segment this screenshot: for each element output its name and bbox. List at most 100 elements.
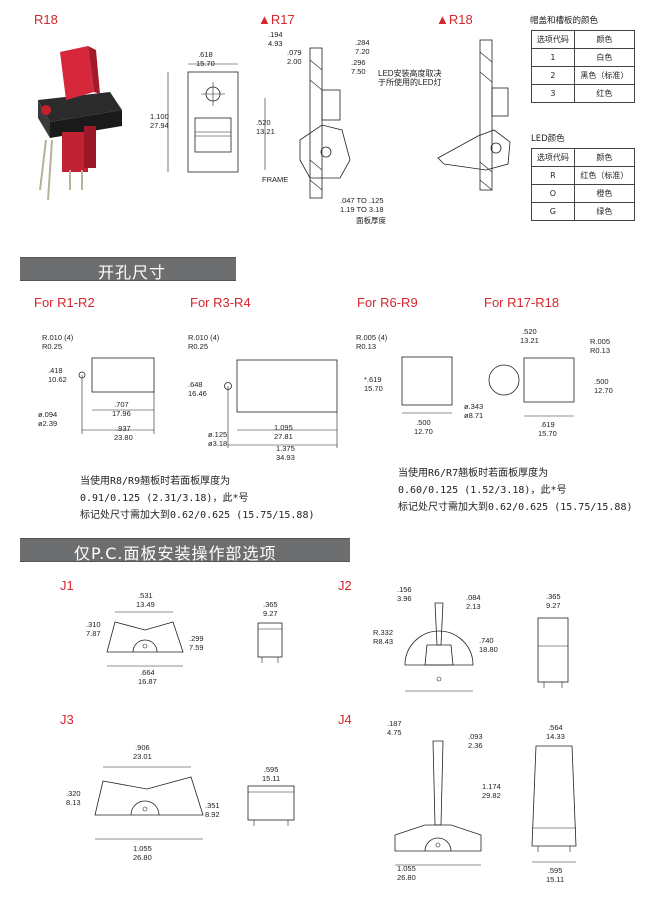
r6-r9-label: For R6-R9 [357, 295, 418, 310]
j4-dim-b: .093 2.36 [468, 732, 483, 750]
j3-dim-b: .320 8.13 [66, 789, 81, 807]
r17-side-drawing [264, 47, 351, 199]
side-dim-520: .520 13.21 [256, 118, 275, 136]
side-dim-079: .079 2.00 [287, 48, 302, 66]
r18-label: R18 [34, 12, 58, 27]
cutout-heading: 开孔尺寸 [98, 263, 167, 282]
j2-dim-a: .156 3.96 [397, 585, 412, 603]
j2-actuator-drawing [404, 602, 474, 692]
r17-height-dim: .500 12.70 [594, 377, 613, 395]
led-table-header: 选项代码 [531, 148, 575, 167]
j1-dim-e: .365 9.27 [263, 600, 278, 618]
cap-table-cell: 2 [531, 66, 575, 85]
r3-radius-dim: R.010 (4) R0.25 [188, 333, 220, 351]
j1-dim-b: .310 7.87 [86, 620, 101, 638]
r1-height-dim: .418 10.62 [48, 366, 67, 384]
led-table-cell: G [531, 202, 575, 221]
j3-dim-d: 1.055 26.80 [133, 844, 152, 862]
r3-cutout-drawing [224, 359, 338, 448]
j3-dim-e: .595 15.11 [262, 765, 281, 783]
r6-r7-note: 当使用R6/R7翘板时若面板厚度为 0.60/0.125 (1.52/3.18)… [398, 468, 633, 513]
j4-dim-a: .187 4.75 [387, 719, 402, 737]
front-width-dim: .618 15.70 [196, 50, 215, 68]
r6-width-dim: .500 12.70 [414, 418, 433, 436]
j4-dim-c: 1.174 29.82 [482, 782, 501, 800]
r17-cutout-drawing [488, 357, 575, 417]
j3-side-drawing [247, 785, 295, 826]
led-table-cell: R [531, 166, 575, 185]
r18-side-drawing [437, 39, 511, 191]
r18-side-label: ▲R18 [436, 12, 473, 27]
j2-dim-e: .365 9.27 [546, 592, 561, 610]
cap-table-title: 帽盖和槽板的颜色 [530, 16, 599, 26]
j4-dim-d: 1.055 26.80 [397, 864, 416, 882]
j1-side-drawing [257, 622, 283, 663]
side-dim-194: .194 4.93 [268, 30, 283, 48]
side-dim-284: .284 7.20 [355, 38, 370, 56]
led-table-title: LED颜色 [531, 134, 565, 144]
cap-table-cell: 红色 [573, 84, 636, 103]
r1-radius-dim: R.010 (4) R0.25 [42, 333, 74, 351]
j1-label: J1 [60, 578, 74, 593]
cap-table-cell: 黑色（标准） [573, 66, 636, 85]
j4-actuator-drawing [394, 740, 482, 866]
cutout-heading-bar: 开孔尺寸 [20, 257, 236, 282]
j3-actuator-drawing [94, 766, 204, 840]
j1-dim-c: .299 7.59 [189, 634, 204, 652]
panel-thickness-label: 面板厚度 [356, 216, 386, 225]
r17-width1-dim: .520 13.21 [520, 327, 539, 345]
r6-cutout-drawing [401, 356, 453, 414]
r1-r2-label: For R1-R2 [34, 295, 95, 310]
cap-table-header: 选项代码 [531, 30, 575, 49]
j1-dim-a: .531 13.49 [136, 591, 155, 609]
j4-side-drawing [531, 745, 577, 863]
led-table-cell: O [531, 184, 575, 203]
r3-height-dim: .648 16.46 [188, 380, 207, 398]
r17-hole-dim: ø.343 ø8.71 [464, 402, 484, 420]
led-table-header: 颜色 [573, 148, 636, 167]
j1-dim-d: .664 16.87 [138, 668, 157, 686]
j2-label: J2 [338, 578, 352, 593]
panel-thickness-dim: .047 TO .125 1.19 TO 3.18 [340, 196, 384, 214]
r1-cutout-drawing [78, 357, 155, 434]
r6-radius-dim: R.005 (4) R0.13 [356, 333, 388, 351]
r17-label: ▲R17 [258, 12, 295, 27]
r3-width2-dim: 1.375 34.93 [276, 444, 295, 462]
led-table-cell: 绿色 [573, 202, 636, 221]
r17-radius-dim: R.005 R0.13 [590, 337, 611, 355]
side-dim-296: .296 7.50 [351, 58, 366, 76]
cap-table-cell: 3 [531, 84, 575, 103]
j4-dim-f: .595 15.11 [546, 866, 565, 884]
r3-width1-dim: 1.095 27.81 [274, 423, 293, 441]
cap-table-cell: 白色 [573, 48, 636, 67]
j2-dim-c: .740 18.80 [479, 636, 498, 654]
r6-height-dim: *.619 15.70 [364, 375, 383, 393]
r18-switch-image [38, 46, 122, 201]
cap-table-header: 颜色 [573, 30, 636, 49]
r1-hole-dim: ø.094 ø2.39 [38, 410, 58, 428]
j4-dim-e: .564 14.33 [546, 723, 565, 741]
options-heading-bar: 仅P.C.面板安装操作部选项 [20, 538, 350, 563]
j2-dim-b: .084 2.13 [466, 593, 481, 611]
j4-label: J4 [338, 712, 352, 727]
led-table-cell: 红色（标准） [573, 166, 636, 185]
r1-width1-dim: .707 17.96 [112, 400, 131, 418]
front-view-drawing [167, 63, 239, 173]
front-height-dim: 1.100 27.94 [150, 112, 169, 130]
r3-hole-dim: ø.125 ø3.18 [208, 430, 228, 448]
options-heading: 仅P.C.面板安装操作部选项 [74, 544, 277, 563]
r1-width2-dim: .937 23.80 [114, 424, 133, 442]
led-height-note: LED安装高度取决 于所使用的LED灯 [378, 69, 442, 87]
led-table-cell: 橙色 [573, 184, 636, 203]
j2-side-drawing [537, 617, 569, 688]
frame-label: FRAME [262, 175, 289, 184]
j3-dim-a: .906 23.01 [133, 743, 152, 761]
r3-r4-label: For R3-R4 [190, 295, 251, 310]
r17-width2-dim: .619 15.70 [538, 420, 557, 438]
j1-actuator-drawing [106, 611, 184, 667]
cap-table-cell: 1 [531, 48, 575, 67]
j2-radius-dim: R.332 R8.43 [373, 628, 394, 646]
r8-r9-note: 当使用R8/R9翘板时若面板厚度为 0.91/0.125 (2.31/3.18)… [80, 476, 315, 521]
